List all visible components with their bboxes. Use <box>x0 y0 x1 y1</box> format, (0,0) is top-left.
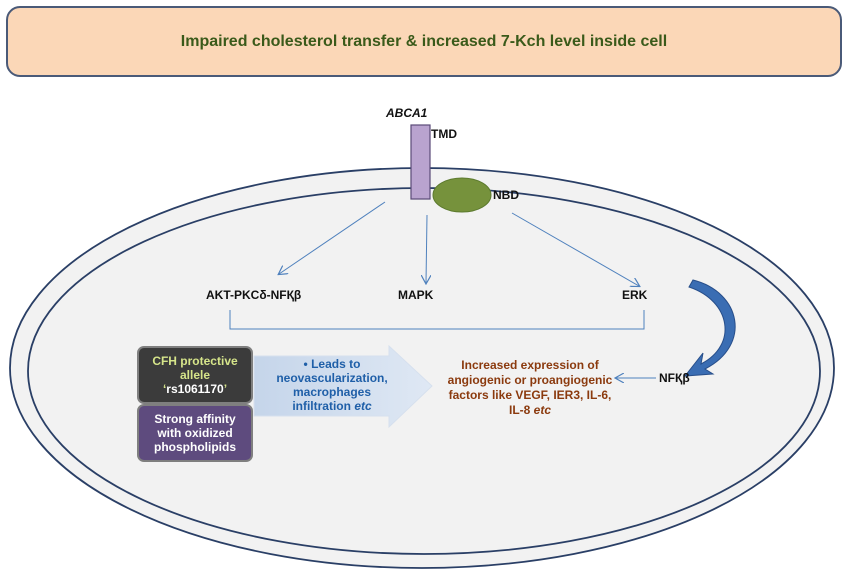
arrow-to-mapk <box>426 214 427 283</box>
leads-to-text: • Leads to neovascularization, macrophag… <box>272 357 392 413</box>
affinity-line-3: phospholipids <box>154 440 236 454</box>
result-line-2: angiogenic or proangiogenic <box>447 373 613 387</box>
header-banner: Impaired cholesterol transfer & increase… <box>6 6 842 77</box>
result-line-3: factors like VEGF, IER3, IL-6, <box>448 388 612 402</box>
result-line-1: Increased expression of <box>461 358 599 372</box>
snp-id: rs1061170 <box>166 382 224 396</box>
cfh-allele-box: CFH protective allele ‘rs1061170’ <box>137 346 253 404</box>
nbd-label: NBD <box>493 188 519 202</box>
curved-arrow-erk-nfkb <box>683 279 736 377</box>
result-etc: etc <box>533 403 552 417</box>
tmd-label: TMD <box>431 127 457 141</box>
oxidized-phospholipid-affinity-box: Strong affinity with oxidized phospholip… <box>137 404 253 462</box>
arrow-to-akt <box>279 201 386 274</box>
arrow-to-erk <box>511 212 639 286</box>
header-title: Impaired cholesterol transfer & increase… <box>180 32 668 50</box>
tmd-domain <box>410 124 431 200</box>
big-block-arrow <box>253 344 433 429</box>
mapk-label: MAPK <box>398 288 434 302</box>
cfh-line-1: CFH protective <box>152 354 238 368</box>
abca1-label: ABCA1 <box>386 106 428 120</box>
leads-line-2: neovascularization, <box>276 371 388 385</box>
nfkb-label: NFҚβ <box>659 371 690 385</box>
nbd-domain <box>432 177 492 213</box>
affinity-line-2: with oxidized <box>157 426 233 440</box>
result-line-4: IL-8 <box>508 403 531 417</box>
akt-pathway-label: AKT-PKCδ-NFҚβ <box>206 288 302 302</box>
leads-line-4: infiltration <box>292 399 351 413</box>
bullet-icon: • <box>303 357 308 371</box>
cfh-line-2: allele <box>179 368 211 382</box>
erk-label: ERK <box>622 288 648 302</box>
cfh-snp: ‘rs1061170’ <box>162 382 228 396</box>
pathway-bracket <box>229 310 645 330</box>
leads-line-1: Leads to <box>311 357 361 371</box>
leads-etc: etc <box>354 399 372 413</box>
angiogenic-factors-text: Increased expression of angiogenic or pr… <box>430 358 630 418</box>
affinity-line-1: Strong affinity <box>154 412 236 426</box>
leads-line-3: macrophages <box>292 385 372 399</box>
